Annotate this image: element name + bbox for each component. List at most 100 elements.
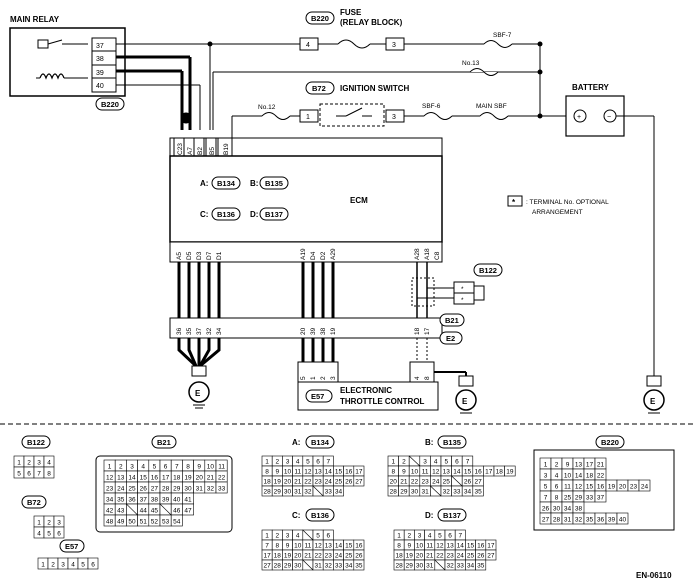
connector-face-pin: 7 <box>326 459 330 466</box>
ecm: C23 A7 B2 B5 B19 A: B134 B: B135 C: B136… <box>169 137 443 263</box>
connector-face-pin: 8 <box>397 543 401 550</box>
connector-face-pin: 18 <box>263 479 271 486</box>
connector-face-pin: 29 <box>274 489 282 496</box>
svg-text:B:: B: <box>250 179 258 188</box>
connector-face-pin: 12 <box>575 484 583 491</box>
connector-face-pin: 15 <box>586 484 594 491</box>
connector-face-pin: 11 <box>426 543 433 550</box>
connector-face-pin: 22 <box>411 479 419 486</box>
connector-face-pin: 11 <box>294 469 301 476</box>
connector-face-blank <box>302 559 314 571</box>
svg-text:A28: A28 <box>414 248 421 260</box>
connector-face-pin: 30 <box>294 563 302 570</box>
connector-face-pin: 35 <box>586 517 594 524</box>
connector-faces: B122 B72 E57 B21 A: B134 B: B135 B220 C:… <box>13 435 675 571</box>
connector-face-pin: 16 <box>151 475 159 482</box>
connector-face-pin: 35 <box>477 563 485 570</box>
connector-face-pin: 16 <box>474 469 482 476</box>
connector-face-pin: 12 <box>432 469 440 476</box>
svg-text:17: 17 <box>424 327 431 335</box>
connector-face-pin: 29 <box>575 495 583 502</box>
connector-face-pin: 38 <box>575 506 583 513</box>
connector-face-pin: 10 <box>207 464 215 471</box>
svg-text:B136: B136 <box>311 511 329 520</box>
connector-face-cell <box>475 559 487 571</box>
ground-battery: E <box>643 375 665 414</box>
connector-face-pin: 37 <box>597 495 605 502</box>
connector-e57: E57 <box>305 389 333 403</box>
connector-face-pin: 18 <box>586 473 594 480</box>
svg-text:E57: E57 <box>65 542 78 551</box>
svg-text:B136: B136 <box>217 210 235 219</box>
connector-face-pin: 40 <box>173 497 181 504</box>
connector-face-pin: 32 <box>325 563 333 570</box>
connector-face-cell <box>353 559 365 571</box>
connector-face-pin: 3 <box>544 473 548 480</box>
connector-face-pin: 16 <box>477 543 485 550</box>
connector-face-pin: 31 <box>564 517 572 524</box>
connector-face-pin: 31 <box>426 563 434 570</box>
svg-text:E: E <box>462 397 468 406</box>
connector-face-pin: 2 <box>555 462 559 469</box>
connector-face-pin: 27 <box>151 486 159 493</box>
connector-face-pin: 29 <box>400 489 408 496</box>
connector-face-pin: 34 <box>467 563 475 570</box>
connector-face-pin: 6 <box>455 459 459 466</box>
connector-face-pin: 31 <box>314 563 322 570</box>
connector-face-pin: 10 <box>416 543 424 550</box>
svg-text:5: 5 <box>300 376 307 380</box>
connector-face-pin: 25 <box>128 486 136 493</box>
svg-text:−: − <box>607 114 611 121</box>
connector-face-pin: 4 <box>428 533 432 540</box>
connector-face-pin: 5 <box>153 464 157 471</box>
connector-face-pin: 5 <box>17 471 21 478</box>
connector-face-pin: 36 <box>128 497 136 504</box>
connector-face-pin: 25 <box>467 553 475 560</box>
connector-face-pin: 19 <box>608 484 616 491</box>
main-relay-box <box>9 27 126 97</box>
connector-face-pin: 35 <box>355 563 363 570</box>
b220-face-outline <box>533 449 675 531</box>
svg-text:2: 2 <box>320 376 327 380</box>
connector-face-cell <box>616 512 629 525</box>
main-sbf-label: MAIN SBF <box>476 103 507 110</box>
connector-face-pin: 3 <box>61 562 65 569</box>
connector-face-pin: 8 <box>555 495 559 502</box>
ground-e2: 4 8 E <box>409 338 477 414</box>
connector-face-pin: 1 <box>17 460 21 467</box>
sbf7-label: SBF-7 <box>493 32 512 39</box>
connector-face-pin: 3 <box>130 464 134 471</box>
connector-face-pin: 20 <box>196 475 204 482</box>
svg-text:B5: B5 <box>209 147 216 155</box>
connector-face-pin: 20 <box>294 553 302 560</box>
main-relay-label: MAIN RELAY <box>10 15 60 24</box>
connector-face-pin: 22 <box>436 553 444 560</box>
fuse-label: FUSE <box>340 8 362 17</box>
connector-face-pin: 35 <box>117 497 125 504</box>
connector-face-pin: 13 <box>325 543 333 550</box>
svg-text:A19: A19 <box>300 248 307 260</box>
no12-label: No.12 <box>258 104 276 111</box>
connector-face-pin: 7 <box>458 533 462 540</box>
connector-face-pin: 11 <box>422 469 429 476</box>
connector-face-pin: 18 <box>395 553 403 560</box>
connector-b220-relay: B220 <box>95 97 125 111</box>
connector-face-pin: 15 <box>467 543 475 550</box>
connector-face-pin: 14 <box>457 543 465 550</box>
connector-face-pin: 30 <box>184 486 192 493</box>
connector-face-pin: 42 <box>106 508 114 515</box>
svg-text:D:: D: <box>425 511 433 520</box>
svg-text:36: 36 <box>176 327 183 335</box>
connector-face-pin: 7 <box>175 464 179 471</box>
sbf6-label: SBF-6 <box>422 103 441 110</box>
connector-face-pin: 1 <box>391 459 395 466</box>
connector-face-pin: 9 <box>275 469 279 476</box>
svg-text:B21: B21 <box>445 316 459 325</box>
svg-text:B72: B72 <box>312 84 326 93</box>
etc-label-2: THROTTLE CONTROL <box>340 397 425 406</box>
connector-face-pin: 9 <box>566 462 570 469</box>
connector-face-blank <box>302 529 314 541</box>
connector-face-pin: 33 <box>218 486 226 493</box>
connector-face-pin: 21 <box>294 479 302 486</box>
ign-pin-right: 3 <box>392 114 396 121</box>
